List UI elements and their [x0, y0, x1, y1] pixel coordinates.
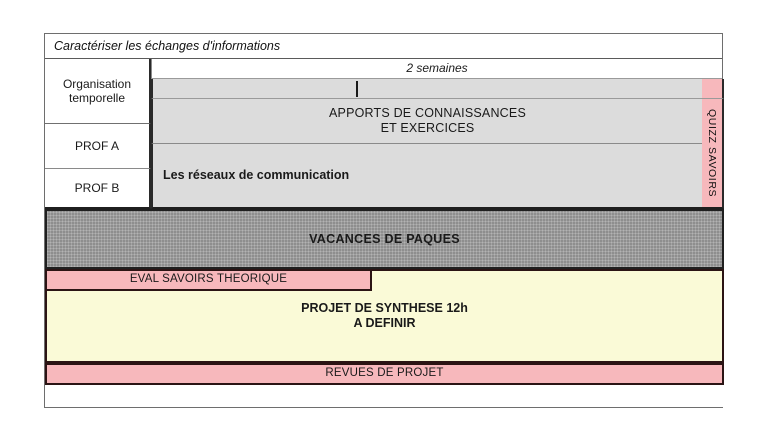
block-vacances-paques: VACANCES DE PAQUES: [45, 209, 724, 269]
apports-line-1: APPORTS DE CONNAISSANCES: [329, 106, 526, 121]
planning-chart: Caractériser les échanges d'informations…: [44, 33, 724, 408]
blank-row: [45, 385, 724, 407]
organisation-line-1: Organisation: [62, 76, 132, 91]
projet-top-edge: [372, 269, 724, 271]
block-apports-connaissances: APPORTS DE CONNAISSANCES ET EXERCICES: [151, 99, 702, 144]
block-quizz-savoirs: QUIZZ SAVOIRS: [702, 99, 724, 209]
timeline-strip: [151, 79, 702, 99]
timeline-tick-icon: [356, 81, 358, 97]
block-revues-de-projet: REVUES DE PROJET: [45, 363, 724, 385]
row-label-prof-a: PROF A: [45, 124, 151, 169]
block-eval-savoirs-theorique: EVAL SAVOIRS THEORIQUE: [45, 269, 372, 291]
apports-line-2: ET EXERCICES: [380, 121, 475, 135]
quizz-savoirs-label: QUIZZ SAVOIRS: [706, 108, 719, 198]
projet-line-1: PROJET DE SYNTHESE 12h: [301, 301, 468, 316]
projet-line-2: A DEFINIR: [353, 316, 416, 330]
page-title: Caractériser les échanges d'informations: [45, 34, 722, 59]
quizz-strip-top: [702, 79, 724, 99]
reseaux-label: Les réseaux de communication: [163, 168, 350, 183]
row-label-prof-b: PROF B: [45, 169, 151, 209]
organisation-line-2: temporelle: [68, 91, 126, 105]
duration-label: 2 semaines: [151, 59, 722, 79]
row-label-organisation-temporelle: Organisation temporelle: [45, 59, 151, 124]
block-reseaux-communication: Les réseaux de communication: [151, 144, 702, 209]
